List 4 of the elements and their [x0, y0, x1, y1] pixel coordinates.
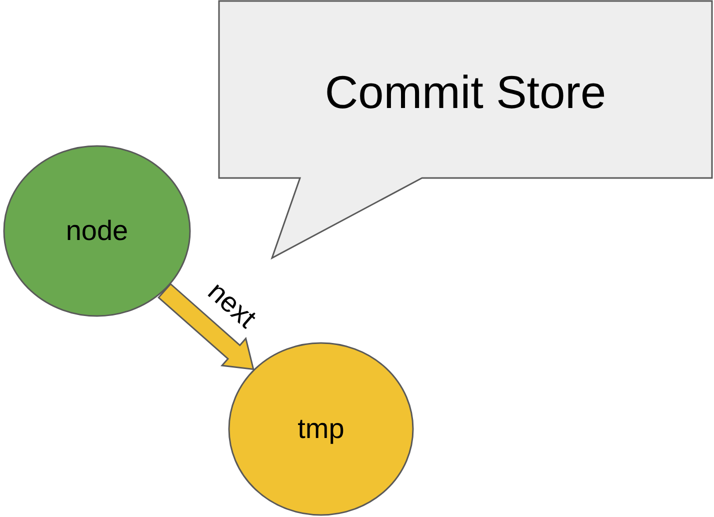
block-arrow — [158, 282, 254, 370]
node-label: Commit Store — [324, 65, 606, 119]
node-label: tmp — [298, 413, 344, 445]
node-label: node — [66, 215, 128, 247]
